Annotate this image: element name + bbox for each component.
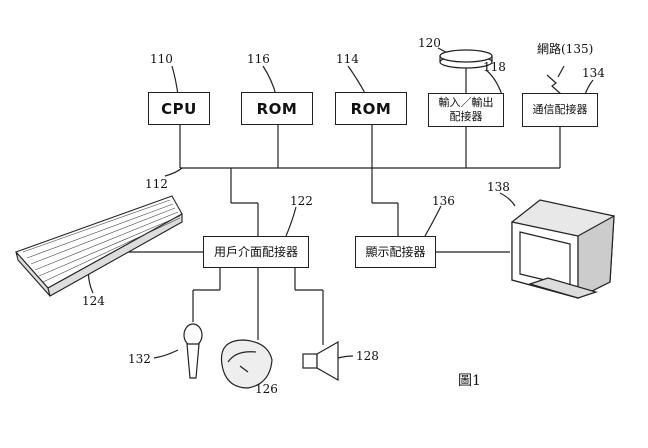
ui-adapter-label: 用戶介面配接器 <box>214 245 298 259</box>
comm-adapter-label: 通信配接器 <box>533 103 588 117</box>
ref-monitor: 138 <box>487 180 510 194</box>
rom-label-114: ROM <box>351 100 392 118</box>
ref-io-adapter: 118 <box>483 60 506 74</box>
speaker-icon <box>303 342 338 380</box>
network-link-icon <box>547 75 562 95</box>
comm-adapter-box: 通信配接器 <box>522 93 598 127</box>
ref-rom-116: 116 <box>247 52 270 66</box>
ref-bus: 112 <box>145 177 168 191</box>
io-adapter-label-line1: 輸入／輸出 <box>439 96 494 110</box>
rom-box-116: ROM <box>241 92 313 125</box>
ref-microphone: 132 <box>128 352 151 366</box>
ref-mouse: 126 <box>255 382 278 396</box>
ref-speaker: 128 <box>356 349 379 363</box>
io-adapter-box: 輸入／輸出 配接器 <box>428 93 504 127</box>
cpu-box: CPU <box>148 92 210 125</box>
mouse-icon <box>221 340 272 388</box>
io-adapter-label-line2: 配接器 <box>450 110 483 124</box>
ui-adapter-box: 用戶介面配接器 <box>203 236 309 268</box>
ref-display-adapter: 136 <box>432 194 455 208</box>
rom-box-114: ROM <box>335 92 407 125</box>
ref-network: 網路(135) <box>537 40 593 57</box>
ref-keyboard: 124 <box>82 294 105 308</box>
ref-cpu: 110 <box>150 52 173 66</box>
ref-rom-114: 114 <box>336 52 359 66</box>
figure-caption: 圖1 <box>458 370 481 390</box>
rom-label-116: ROM <box>257 100 298 118</box>
cpu-label: CPU <box>161 100 197 118</box>
microphone-icon <box>184 324 202 378</box>
ref-ui-adapter: 122 <box>290 194 313 208</box>
ref-disk: 120 <box>418 36 441 50</box>
display-adapter-box: 顯示配接器 <box>355 236 436 268</box>
ref-comm-adapter: 134 <box>582 66 605 80</box>
monitor-icon <box>512 200 614 298</box>
display-adapter-label: 顯示配接器 <box>365 245 425 259</box>
keyboard-icon <box>16 196 182 296</box>
